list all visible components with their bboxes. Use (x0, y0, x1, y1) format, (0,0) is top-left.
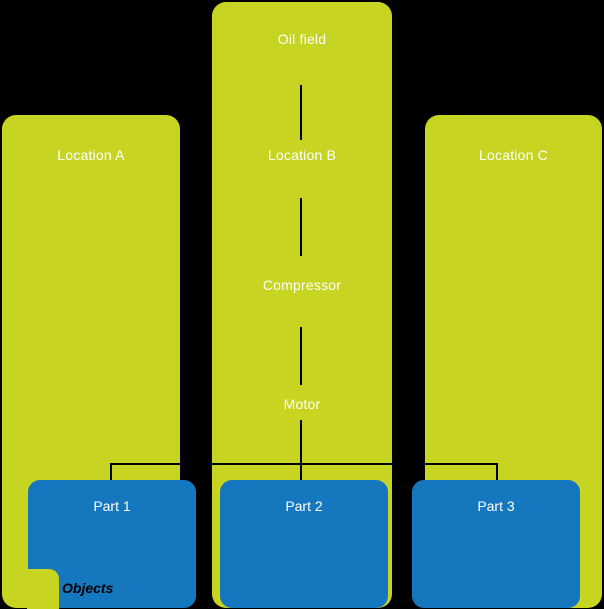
connector-compressor-motor (300, 327, 302, 385)
objects-annotation-label: Objects (62, 580, 114, 596)
part-box-part-1[interactable]: Part 1 - --- - - --- - - --- - (27, 480, 196, 609)
part-row: - --- - (220, 530, 388, 533)
connector-motor-to-bus (300, 420, 302, 464)
connector-bus-to-part-1 (110, 463, 112, 485)
node-label-motor: Motor (283, 396, 321, 412)
connector-locationb-compressor (300, 198, 302, 256)
part-box-part-2[interactable]: Part 2 - --- - - --- - - --- - (220, 480, 388, 608)
part-row: - --- - (412, 530, 580, 533)
node-label-compressor: Compressor (262, 277, 342, 293)
part-row: - --- - (220, 557, 388, 560)
part-row: - --- - (220, 584, 388, 587)
part-title-part-1: Part 1 (93, 498, 131, 514)
column-label-location-a: Location A (57, 147, 125, 163)
part-title-part-2: Part 2 (285, 498, 323, 514)
node-label-oil-field: Oil field (277, 31, 327, 47)
parts-connector-bus (110, 463, 498, 465)
part-row: - --- - (412, 557, 580, 560)
connector-bus-to-part-2 (300, 463, 302, 485)
part-row: - --- - (28, 557, 196, 560)
connector-bus-to-part-3 (496, 463, 498, 485)
part-box-part-3[interactable]: Part 3 - --- - - --- - - --- - (412, 480, 580, 608)
part-title-part-3: Part 3 (477, 498, 515, 514)
part-row: - --- - (28, 584, 196, 587)
column-label-location-c: Location C (479, 147, 548, 163)
part-1-corner-notch (27, 569, 59, 609)
connector-oilfield-locationb (300, 85, 302, 140)
node-label-location-b: Location B (267, 147, 337, 163)
part-row: - --- - (412, 584, 580, 587)
part-row: - --- - (28, 530, 196, 533)
